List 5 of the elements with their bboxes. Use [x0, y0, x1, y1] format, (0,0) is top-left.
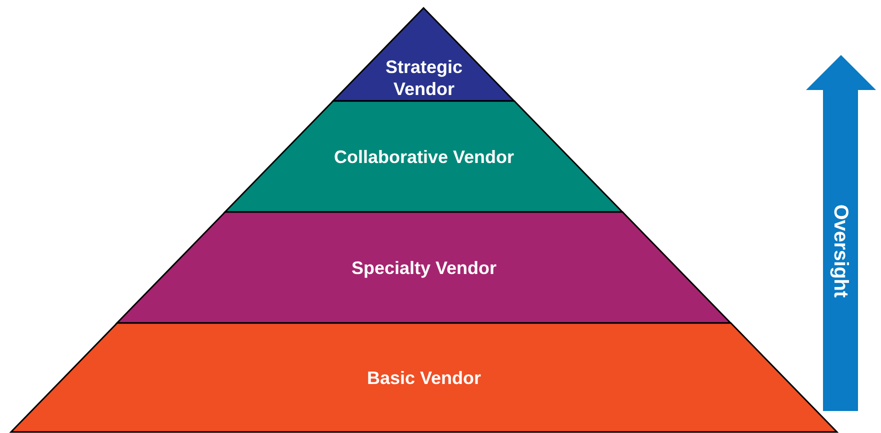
tier-label: Strategic Vendor — [384, 56, 464, 100]
tier-label: Basic Vendor — [366, 366, 481, 388]
arrow-label: Oversight — [828, 204, 852, 298]
tier-label: Collaborative Vendor — [334, 146, 514, 168]
tier-label: Specialty Vendor — [351, 256, 497, 278]
